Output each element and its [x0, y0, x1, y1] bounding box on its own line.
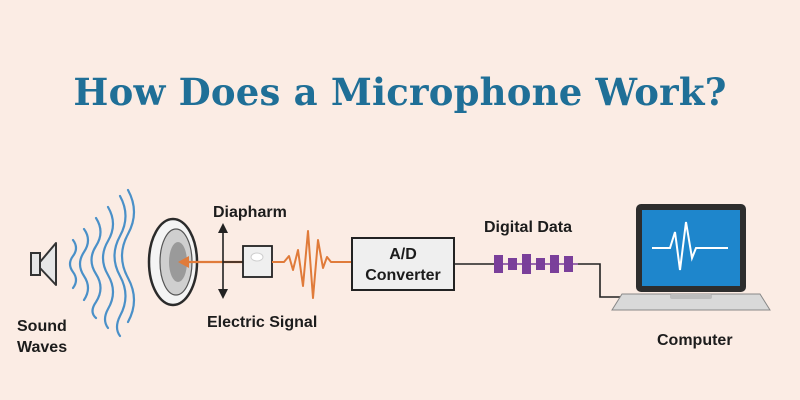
- sound-wave: [68, 238, 78, 290]
- digital-data-blocks: [494, 254, 578, 274]
- sound-wave: [120, 188, 136, 324]
- laptop-icon: [611, 204, 771, 311]
- sound-waves-label-line1: Sound: [17, 318, 67, 335]
- electric-signal-wave: [272, 230, 352, 299]
- sound-wave: [78, 227, 90, 302]
- sound-waves-label-line2: Waves: [17, 339, 67, 356]
- speaker-icon: [30, 242, 57, 286]
- electric-signal-label: Electric Signal: [207, 314, 317, 331]
- sound-waves: [68, 188, 136, 338]
- sound-wave: [101, 205, 115, 330]
- converter-label-line1: A/D: [389, 246, 417, 263]
- digital-data-label: Digital Data: [484, 219, 572, 236]
- laptop-cable: [578, 263, 624, 298]
- waveform-line: [652, 221, 728, 271]
- sound-wave: [113, 194, 127, 338]
- computer-label: Computer: [657, 332, 733, 349]
- sound-wave: [90, 216, 102, 320]
- page-title: How Does a Microphone Work?: [73, 70, 727, 114]
- capsule-icon: [218, 223, 273, 299]
- ad-converter: A/D Converter: [351, 237, 455, 291]
- converter-label-line2: Converter: [365, 267, 441, 284]
- diaphragm-label: Diapharm: [213, 204, 287, 221]
